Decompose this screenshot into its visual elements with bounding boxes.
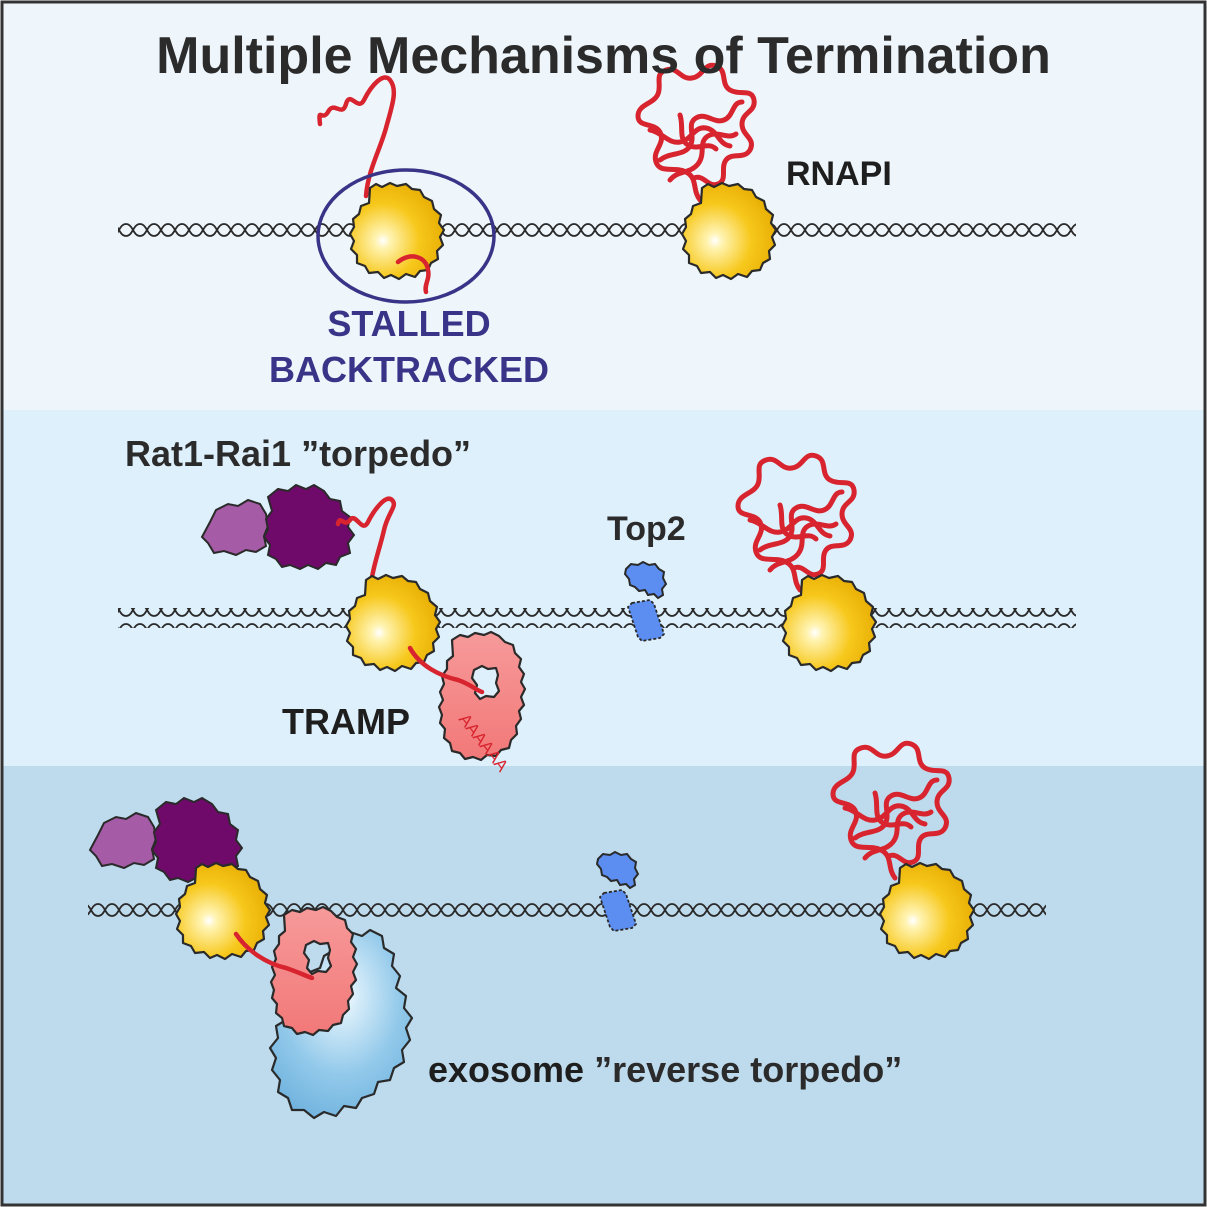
backtracked-label: BACKTRACKED [269, 349, 549, 390]
top2-label: Top2 [607, 510, 686, 548]
nascent-rna-2 [335, 496, 397, 595]
torpedo-label: Rat1-Rai1 ”torpedo” [125, 433, 472, 474]
rna-to-tramp-2 [407, 645, 485, 695]
panel-top [2, 2, 1205, 410]
backtracked-rna-end [395, 254, 431, 295]
rna-to-tramp-3 [233, 931, 315, 981]
figure-title: Multiple Mechanisms of Termination [156, 27, 1051, 85]
rnapi-label: RNAPI [786, 155, 892, 193]
exosome-label: exosome ”reverse torpedo” [428, 1052, 902, 1088]
stalled-label: STALLED [327, 303, 491, 344]
stalled-highlight-circle [316, 168, 496, 304]
tramp-label: TRAMP [282, 701, 410, 742]
dna-helix-2 [118, 608, 1076, 628]
dna-helix-1 [118, 218, 1076, 238]
reverse-torpedo-label: ”reverse torpedo” [594, 1049, 903, 1090]
exosome-name: exosome [428, 1049, 585, 1090]
panel-middle [2, 410, 1205, 766]
